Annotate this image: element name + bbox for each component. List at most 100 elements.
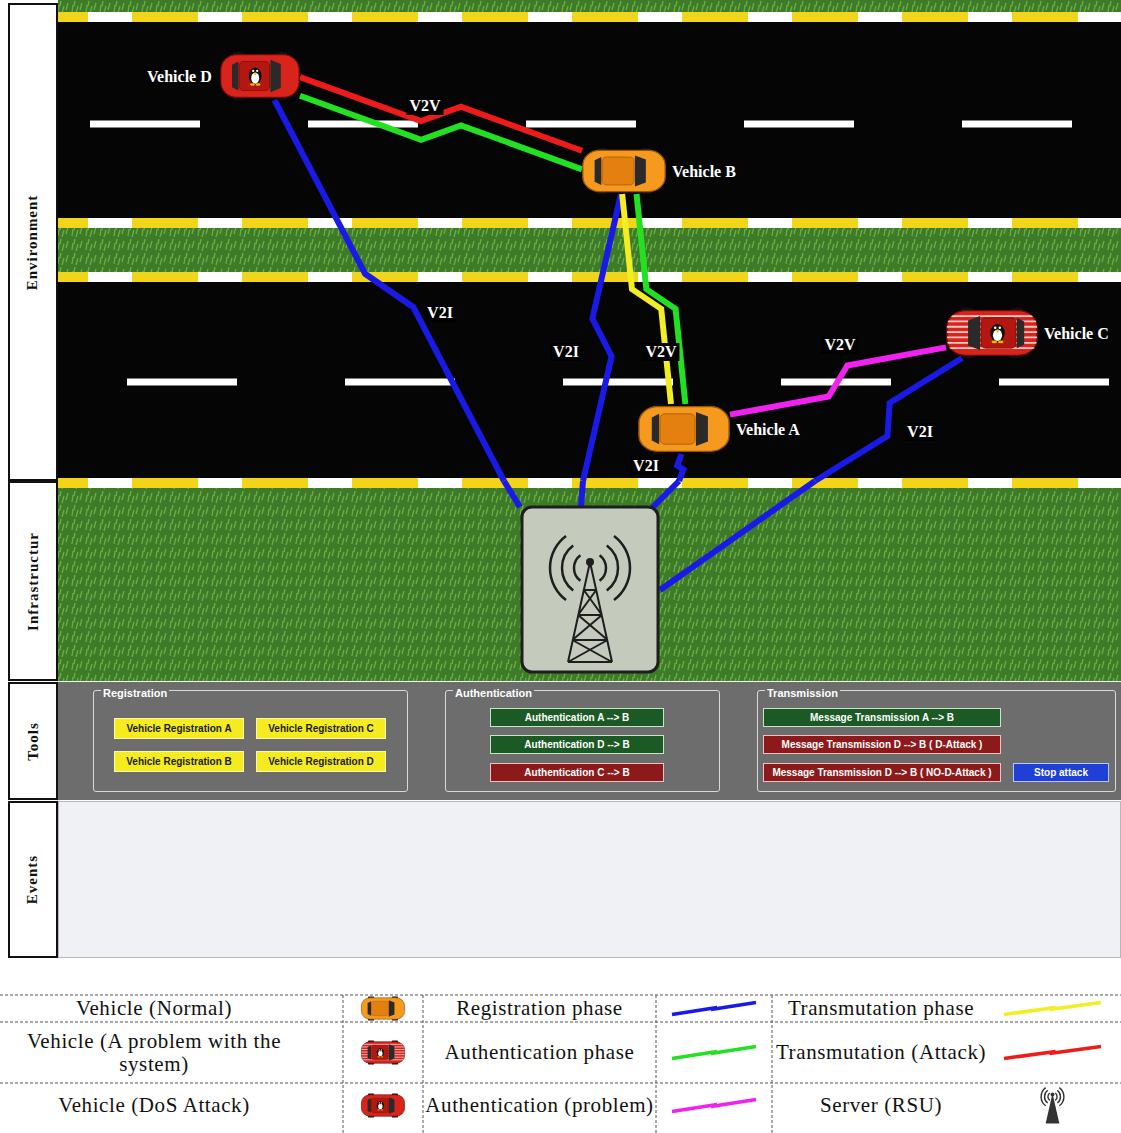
- tool-button: Authentication D --> B: [490, 735, 664, 754]
- legend-label: Vehicle (Normal): [76, 997, 232, 1020]
- car-roof: [372, 1098, 389, 1113]
- tool-button: Message Transmission A --> B: [763, 708, 1001, 727]
- lightning-link: [274, 100, 504, 481]
- car-icon: [946, 308, 1038, 358]
- road-edge-line: [58, 478, 1121, 488]
- car-windshield: [635, 155, 646, 186]
- car-body: [221, 52, 299, 100]
- radio-arc: [574, 555, 580, 581]
- tool-group: RegistrationVehicle Registration AVehicl…: [93, 690, 408, 792]
- vehicle: Vehicle A: [638, 404, 730, 454]
- button-label: Authentication D --> B: [524, 740, 629, 750]
- tower-tip: [1051, 1092, 1055, 1096]
- car-icon: [582, 148, 666, 194]
- car-rear-window: [368, 1045, 372, 1060]
- button-label: Vehicle Registration D: [268, 757, 374, 767]
- legend-label: Authentication phase: [445, 1041, 635, 1064]
- lane-dashes: [127, 379, 1121, 386]
- rsu-server: [522, 507, 658, 672]
- link-tail: [660, 481, 815, 590]
- car-shell: [361, 1095, 404, 1116]
- link-label: V2I: [550, 343, 582, 361]
- car-rear-window: [595, 157, 602, 185]
- car-rear-window: [1017, 318, 1024, 348]
- penguin-eye: [252, 70, 254, 72]
- car-icon: [361, 1094, 404, 1118]
- legend-label: Server (RSU): [820, 1094, 942, 1117]
- car-shell: [361, 1042, 404, 1063]
- penguin-belly: [251, 73, 259, 84]
- lightning-link: [583, 194, 621, 481]
- tool-button: Vehicle Registration B: [114, 751, 244, 772]
- button-label: Vehicle Registration C: [268, 724, 374, 734]
- car-rear-window: [232, 61, 238, 90]
- lightning-link: [622, 194, 671, 404]
- penguin-badge: [249, 67, 262, 85]
- car-icon: [361, 1041, 405, 1065]
- road-edge-line: [58, 272, 1121, 282]
- link-label: V2V: [821, 336, 858, 354]
- penguin-belly: [378, 1051, 382, 1057]
- penguin-eye: [379, 1049, 380, 1050]
- vehicle: Vehicle B: [582, 148, 666, 194]
- legend-sample: [345, 1083, 421, 1128]
- car-roof: [602, 157, 634, 185]
- lightning-link: [730, 347, 946, 414]
- car-shell: [639, 407, 729, 452]
- tool-button: Authentication C --> B: [490, 763, 664, 782]
- events-panel: [59, 802, 1121, 958]
- legend-bolt: [672, 1003, 756, 1015]
- group-title: Authentication: [453, 686, 534, 700]
- car-body: [361, 997, 404, 1021]
- button-label: Stop attack: [1034, 768, 1088, 778]
- lightning-link: [300, 96, 582, 170]
- penguin-badge: [377, 1048, 384, 1057]
- car-stripe: [361, 1044, 404, 1045]
- link-label: V2I: [630, 457, 662, 475]
- tower-lattice: [568, 562, 612, 662]
- radio-arc: [550, 536, 566, 600]
- button-label: Authentication C --> B: [524, 768, 629, 778]
- radio-arc: [1048, 1093, 1050, 1100]
- legend-bolt: [672, 1047, 756, 1059]
- legend-rule: [656, 995, 657, 1133]
- band-label-cell: Events: [8, 801, 58, 958]
- legend-bolt: [672, 1100, 756, 1112]
- median-grass: [58, 228, 1121, 272]
- legend-label: Transmutation phase: [788, 997, 974, 1020]
- legend-label: Registration phase: [456, 997, 623, 1020]
- car-roof: [372, 1045, 389, 1060]
- car-stripe: [947, 315, 1037, 317]
- legend-sample: [990, 995, 1115, 1022]
- radio-arc: [1057, 1090, 1060, 1103]
- legend-bolt: [1004, 1003, 1101, 1015]
- penguin-belly: [378, 1104, 382, 1110]
- legend-text-cell: Registration phase: [425, 995, 654, 1022]
- penguin-eye: [994, 326, 997, 329]
- penguin-badge: [990, 324, 1005, 343]
- legend-rule: [343, 995, 344, 1133]
- car-rear-window: [368, 1001, 372, 1016]
- car-icon: [638, 404, 730, 454]
- button-label: Vehicle Registration A: [126, 724, 231, 734]
- legend-text-cell: Vehicle (A problem with the system): [4, 1022, 304, 1083]
- legend-text-cell: Authentication phase: [425, 1022, 654, 1083]
- tool-button: Vehicle Registration D: [256, 751, 386, 772]
- car-stripes: [947, 316, 1037, 348]
- car-windshield: [389, 1000, 395, 1016]
- tool-button: Vehicle Registration C: [256, 718, 386, 739]
- penguin-foot: [250, 83, 255, 86]
- band-label-cell: Infrastructur: [8, 481, 58, 681]
- penguin-foot: [381, 1056, 384, 1057]
- car-shell: [221, 55, 299, 98]
- link-label-holder: V2I: [904, 423, 936, 441]
- legend-sample: [990, 1083, 1115, 1128]
- road-edge-line: [58, 12, 1121, 22]
- road-edge-dashes: [58, 12, 1121, 22]
- rsu-housing: [522, 507, 658, 672]
- button-label: Vehicle Registration B: [126, 757, 232, 767]
- region-band: Infrastructur: [8, 481, 1121, 681]
- car-shell: [361, 998, 404, 1019]
- car-windshield: [389, 1097, 395, 1113]
